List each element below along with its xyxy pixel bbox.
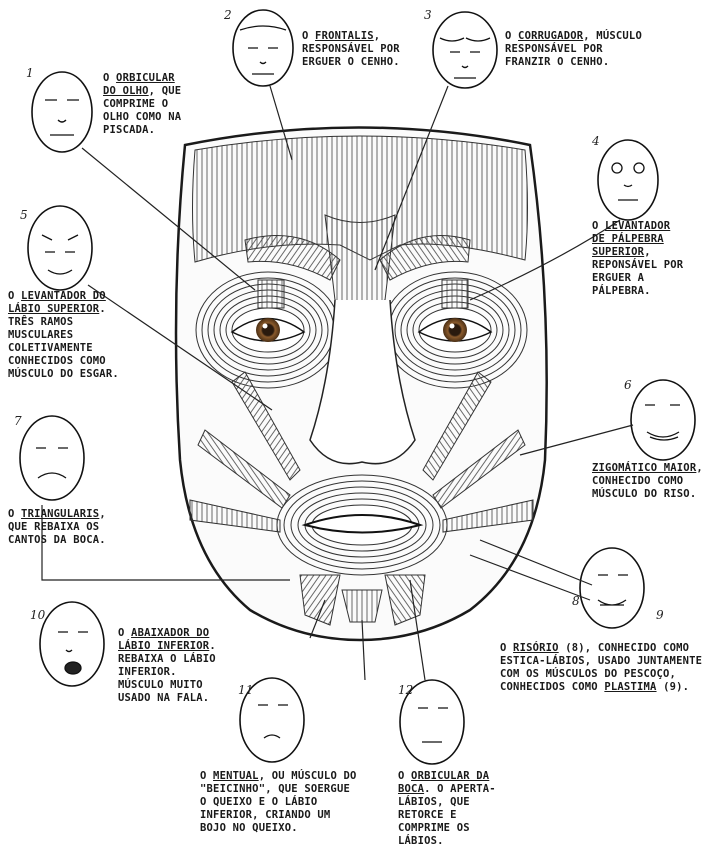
number-9: 9 (656, 608, 664, 622)
sketch-face-6 (631, 380, 695, 460)
number-10: 10 (30, 608, 45, 622)
label-levantador-palpebra: O LEVANTADOR DE PÁLPEBRA SUPERIOR, REPON… (592, 220, 687, 298)
label-orbicular-boca: O ORBICULAR DA BOCA. O APERTA-LÁBIOS, QU… (398, 770, 498, 848)
levator-palpebrae-left (258, 280, 284, 308)
label-corrugador: O CORRUGADOR, MÚSCULO RESPONSÁVEL POR FR… (505, 30, 645, 69)
label-frontalis: O FRONTALIS, RESPONSÁVEL POR ERGUER O CE… (302, 30, 412, 69)
label-zigomatico: ZIGOMÁTICO MAIOR, CONHECIDO COMO MÚSCULO… (592, 462, 710, 501)
number-7: 7 (14, 414, 22, 428)
number-1: 1 (26, 66, 34, 80)
number-11: 11 (238, 683, 253, 697)
sketch-face-3 (433, 12, 497, 88)
sketch-face-5 (28, 206, 92, 290)
sketch-face-8 (580, 548, 644, 628)
number-2: 2 (224, 8, 232, 22)
label-risorio: O RISÓRIO (8), CONHECIDO COMO ESTICA-LÁB… (500, 642, 710, 694)
sketch-face-7 (20, 416, 84, 500)
number-8: 8 (572, 594, 580, 608)
number-3: 3 (424, 8, 432, 22)
label-mentual: O MENTUAL, OU MÚSCULO DO "BEICINHO", QUE… (200, 770, 362, 835)
levator-palpebrae-right (442, 280, 468, 308)
label-abaixador-labio: O ABAIXADOR DO LÁBIO INFERIOR. REBAIXA O… (118, 627, 228, 705)
number-12: 12 (398, 683, 413, 697)
number-6: 6 (624, 378, 632, 392)
sketch-face-4 (598, 140, 658, 220)
number-4: 4 (592, 134, 600, 148)
label-levantador-labio: O LEVANTADOR DO LÁBIO SUPERIOR. TRÊS RAM… (8, 290, 126, 381)
label-orbicular-olho: O ORBICULAR DO OLHO, QUE COMPRIME O OLHO… (103, 72, 183, 137)
label-triangularis: O TRIANGULARIS, QUE REBAIXA OS CANTOS DA… (8, 508, 113, 547)
number-5: 5 (20, 208, 28, 222)
sketch-face-1 (32, 72, 92, 152)
